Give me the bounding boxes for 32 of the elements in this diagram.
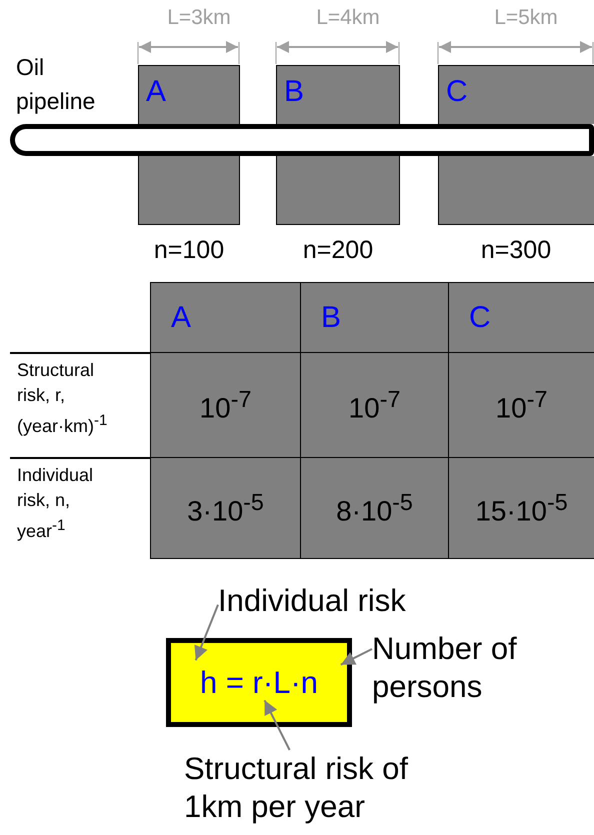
- pipeline: [10, 124, 594, 156]
- count-label: n=300: [480, 236, 552, 265]
- leader-arrow: [264, 700, 290, 750]
- count-label: n=100: [152, 236, 226, 265]
- count-label: n=200: [302, 236, 374, 265]
- pipeline-label: Oil pipeline: [16, 53, 96, 116]
- table-header-cell: B: [300, 282, 449, 353]
- value-cell: 3·10$^{-5}$: [150, 457, 301, 559]
- value-cell: 10$^{-7}$: [448, 352, 594, 458]
- pipeline-zone: [138, 65, 240, 225]
- dimension-label: L=4km: [315, 6, 381, 30]
- leader-arrow: [194, 604, 219, 661]
- row-header: Individual risk, n, year$^{-1}$: [17, 464, 94, 543]
- callout-text: Individual risk: [218, 582, 468, 620]
- pipeline-zone: [438, 65, 594, 225]
- value-cell: 10$^{-7}$: [150, 352, 301, 458]
- dimension-label: L=3km: [166, 6, 232, 30]
- zone-letter: B: [284, 77, 304, 107]
- table-header-cell: C: [448, 282, 594, 353]
- value-cell: 10$^{-7}$: [300, 352, 449, 458]
- value-cell: 15·10$^{-5}$: [448, 457, 594, 559]
- formula-box: h = r·L·n: [166, 638, 352, 727]
- pipeline-zone: [276, 65, 400, 225]
- callout-text: Structural risk of 1km per year: [184, 750, 424, 826]
- callout-text: Number of persons: [372, 630, 572, 706]
- table-header-cell: A: [150, 282, 301, 353]
- zone-letter: C: [446, 77, 468, 107]
- zone-letter: A: [146, 77, 166, 107]
- row-header: Structural risk, r, (year·km)$^{-1}$: [17, 359, 108, 438]
- leader-arrow: [340, 648, 372, 666]
- dimension-label: L=5km: [493, 6, 559, 30]
- value-cell: 8·10$^{-5}$: [300, 457, 449, 559]
